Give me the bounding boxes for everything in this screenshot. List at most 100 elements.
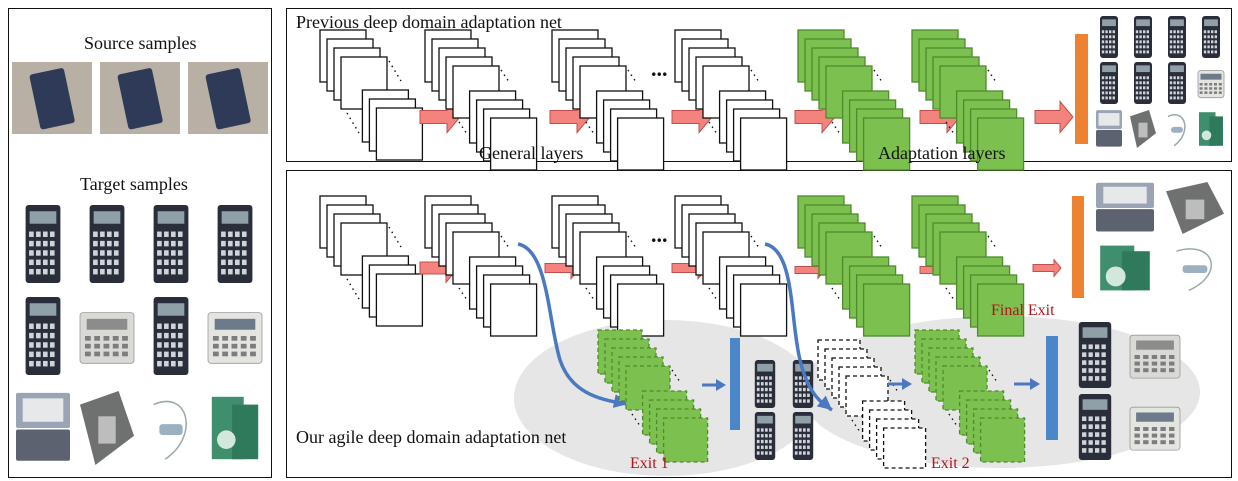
result-image	[1168, 16, 1186, 58]
previous-net-title: Previous deep domain adaptation net	[296, 12, 562, 32]
final-exit-image	[1176, 248, 1212, 292]
blue-arrow-head	[716, 379, 726, 391]
feature-map	[882, 427, 927, 469]
target-sample-image	[79, 312, 135, 364]
result-image	[1096, 110, 1122, 147]
adaptation-layers-label: Adaptation layers	[878, 143, 1006, 163]
feature-map	[375, 107, 424, 161]
general-layer-stack	[424, 195, 538, 337]
dotted-connector	[500, 235, 510, 249]
source-sample-image	[12, 62, 92, 134]
dotted-connector	[948, 413, 958, 427]
blue-arrow-head	[1030, 378, 1040, 390]
exit1-image	[792, 412, 814, 460]
dotted-connector	[945, 121, 955, 135]
dotted-connector	[851, 419, 861, 433]
dotted-connector	[388, 226, 402, 248]
dotted-connector	[873, 235, 883, 249]
bottom-ellipsis: ...	[651, 222, 668, 247]
feature-map	[616, 117, 665, 171]
input-stack	[319, 195, 424, 327]
branch-arrow-exit1-head	[612, 394, 628, 408]
dotted-connector	[585, 287, 595, 301]
result-image	[1134, 16, 1152, 58]
exit1-image	[754, 360, 776, 408]
exit1-adaptation-stack	[597, 329, 709, 463]
dotted-connector	[708, 287, 718, 301]
feature-map	[739, 283, 788, 337]
feature-map	[862, 283, 911, 337]
dotted-connector	[627, 235, 637, 249]
final-exit-label: Final Exit	[991, 302, 1055, 319]
final-exit-image	[1096, 182, 1154, 232]
general-layer-stack	[674, 195, 788, 337]
input-stack	[319, 29, 424, 161]
top-ellipsis: ...	[651, 56, 668, 81]
feature-map	[662, 417, 709, 463]
feature-map	[375, 273, 424, 327]
dotted-connector	[987, 69, 997, 83]
feature-map	[976, 117, 1025, 171]
result-image	[1199, 112, 1223, 146]
branch-arrow-exit2-head	[816, 395, 832, 410]
target-sample-image	[153, 205, 189, 283]
dotted-connector	[500, 69, 510, 83]
dotted-connector	[627, 69, 637, 83]
adaptation-layer-stack	[797, 195, 911, 337]
exit2-image	[1078, 394, 1112, 460]
exit2-image	[1078, 322, 1112, 388]
dotted-connector	[987, 235, 997, 249]
red-arrow	[1034, 100, 1074, 134]
dotted-connector	[831, 121, 841, 135]
dotted-connector	[889, 379, 899, 393]
dotted-connector	[346, 112, 360, 134]
feature-map	[979, 417, 1026, 463]
adaptation-layer-stack	[797, 29, 911, 171]
exit2-label: Exit 2	[931, 455, 970, 472]
general-layer-stack	[551, 195, 665, 337]
general-layers-label: General layers	[479, 143, 584, 163]
final-exit-image	[1166, 182, 1224, 234]
adaptation-layer-stack	[911, 29, 1025, 171]
target-sample-image	[16, 392, 70, 461]
target-sample-image	[80, 391, 134, 465]
exit2-adaptation-stack	[914, 329, 1026, 463]
target-sample-image	[217, 205, 253, 283]
red-arrow	[1032, 258, 1062, 278]
result-image	[1202, 16, 1220, 58]
general-layer-stack	[674, 29, 788, 171]
result-image	[1100, 16, 1118, 58]
exit2-image	[1129, 334, 1181, 379]
target-sample-image	[153, 297, 189, 375]
exit1-classifier-bar	[730, 338, 740, 430]
source-sample-image	[100, 62, 180, 134]
dotted-connector	[945, 287, 955, 301]
exit2-general-stack	[817, 339, 927, 469]
dotted-connector	[873, 69, 883, 83]
dotted-connector	[631, 413, 641, 427]
result-image	[1130, 110, 1156, 148]
target-sample-image	[153, 400, 187, 460]
dotted-connector	[831, 287, 841, 301]
general-layer-stack	[424, 29, 538, 171]
target-samples-title: Target samples	[80, 174, 188, 194]
exit2-classifier-bar	[1046, 336, 1058, 440]
result-image	[1167, 114, 1186, 147]
exit1-image	[792, 360, 814, 408]
result-image	[1100, 62, 1118, 104]
agile-net-title: Our agile deep domain adaptation net	[296, 427, 567, 447]
source-samples-title: Source samples	[84, 33, 197, 53]
branch-arrow-exit1	[517, 242, 629, 406]
result-image	[1168, 62, 1186, 104]
dotted-connector	[458, 121, 468, 135]
exit2-image	[1129, 406, 1181, 451]
target-sample-image	[25, 205, 61, 283]
final-exit-image	[1100, 245, 1150, 291]
dotted-connector	[750, 235, 760, 249]
general-layer-stack	[551, 29, 665, 171]
target-sample-image	[25, 297, 61, 375]
final-classifier-bar	[1072, 196, 1084, 298]
target-sample-image	[207, 312, 263, 364]
dotted-connector	[346, 278, 360, 300]
